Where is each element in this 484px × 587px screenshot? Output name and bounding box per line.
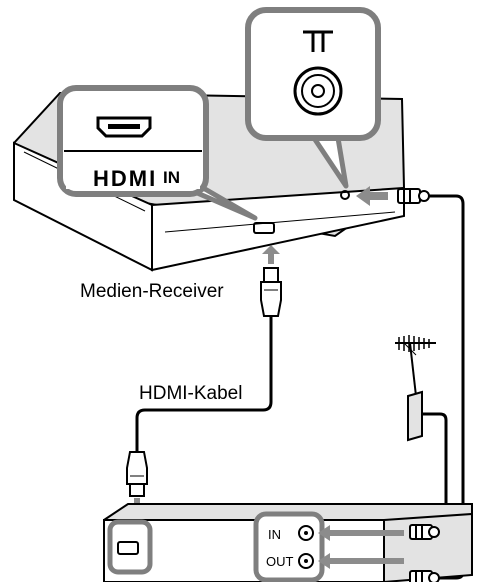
hdmi-cable-label: HDMI-Kabel [139,383,243,404]
coax-socket-icon [293,66,343,116]
hdmi-cable [135,316,273,452]
hdmi-in-label: IN [163,168,180,187]
port-out-arrow [318,553,404,569]
port-in-plug [409,524,440,540]
antenna-icon [395,335,436,442]
hdmi-port-icon [96,116,152,138]
recorder-ports-panel [253,511,325,583]
recorder-hdmi-highlight [107,519,153,575]
hdmi-logo-text: HDMI [93,166,158,191]
port-out-plug [409,570,440,586]
port-in-arrow [318,525,404,541]
port-out-label: OUT [266,554,294,569]
media-receiver-label: Medien-Receiver [80,281,224,302]
hdmi-plug-bottom [126,451,148,497]
hdmi-plug-top [260,267,282,317]
antenna-socket-icon [303,30,333,52]
receiver-antenna-plug [397,188,430,204]
hdmi-in-callout [57,85,258,221]
receiver-antenna-arrow [356,186,388,206]
hdmi-arrow-up [262,245,280,264]
port-in-label: IN [268,527,281,542]
